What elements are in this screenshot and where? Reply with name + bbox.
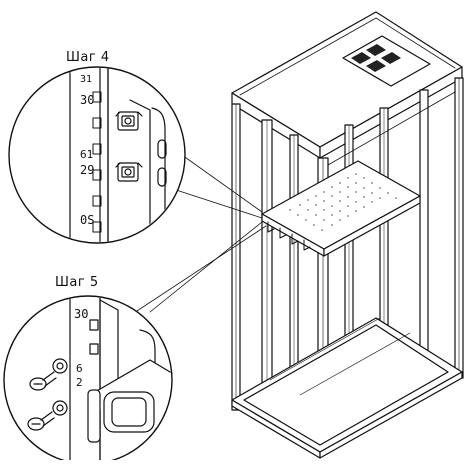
perforated-shelf <box>261 160 421 257</box>
rail-holes <box>92 91 102 233</box>
cage-nut-icon <box>115 162 143 182</box>
step4-detail: 31 30 61 29 0S <box>8 66 186 244</box>
cage-nut-icon <box>115 111 143 131</box>
rail-number: 30 <box>74 307 88 321</box>
rail-number: 6 <box>76 362 83 375</box>
rail-number: 30 <box>80 93 94 107</box>
rail-number: 0S <box>80 213 94 227</box>
step4-label: Шаг 4 <box>66 50 110 65</box>
rail-number: 29 <box>80 163 94 177</box>
washer-icon <box>52 358 68 374</box>
rack-cabinet <box>231 11 464 459</box>
step5-label: Шаг 5 <box>55 275 99 290</box>
screw-icon <box>27 411 55 431</box>
rail-number: 31 <box>80 74 92 85</box>
mounting-rails <box>261 107 389 404</box>
screw-icon <box>29 371 57 391</box>
post-front-left <box>231 103 241 411</box>
rack-base <box>231 317 463 459</box>
vent-fan-icon <box>351 44 401 72</box>
rail-number: 2 <box>76 376 83 389</box>
post-back-right <box>454 77 464 379</box>
step5-detail: 30 6 2 <box>3 295 173 464</box>
washer-icon <box>52 400 68 416</box>
perforated-shelf-icon <box>289 173 397 231</box>
rail-number: 61 <box>80 148 93 161</box>
